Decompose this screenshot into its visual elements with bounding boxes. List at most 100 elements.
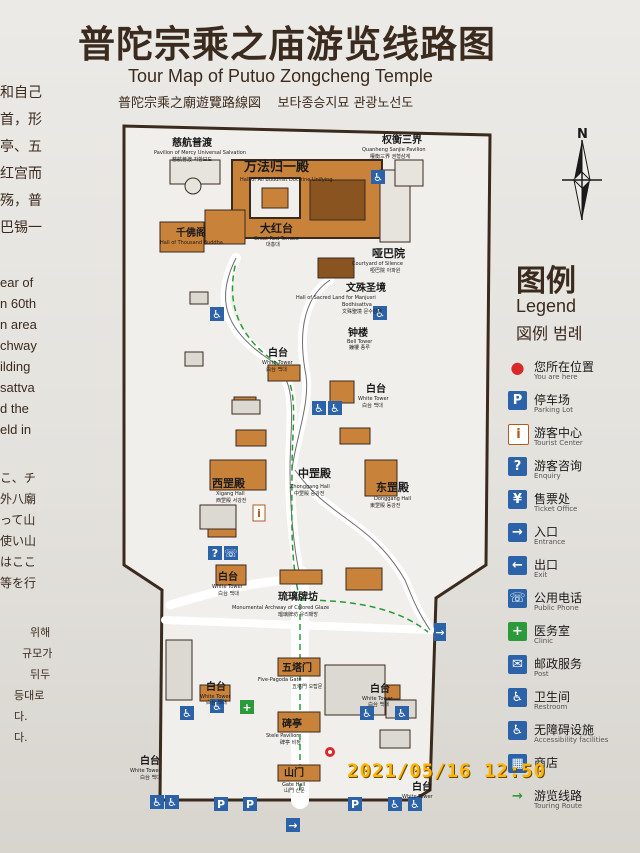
- left-cn-line: 亭、五: [0, 139, 42, 155]
- label-zhonglou-sub: 鐘樓 종루: [349, 344, 370, 351]
- question-icon: ?: [508, 457, 527, 476]
- label-liuli-sub: 瑠璃牌坊 유리패방: [278, 611, 318, 618]
- left-en-line: n area: [0, 317, 37, 332]
- place-labels: 慈航普渡 Pavilion of Mercy Universal Salvati…: [130, 133, 434, 800]
- accessible-icon: ♿: [508, 721, 527, 740]
- label-baitai-5: 白台: [370, 682, 390, 695]
- legend-label: 停车场: [534, 393, 571, 407]
- svg-text:♿: ♿: [362, 707, 372, 720]
- label-yaba-sub: 啞巴院 아파원: [370, 267, 401, 274]
- label-quanheng: 权衡三界: [381, 133, 422, 146]
- legend-label: 游览线路: [534, 789, 583, 803]
- legend-label: 入口: [534, 525, 559, 539]
- parking-icon: P: [508, 391, 527, 410]
- map-title-korean: 보타종승지묘 관광노선도: [277, 96, 414, 111]
- building-blocks: [199, 364, 401, 782]
- label-wenshu-en: Hall of Sacred Land for Manjusri: [296, 295, 376, 301]
- label-donggang: 东罡殿: [376, 480, 410, 494]
- svg-text:♿: ♿: [152, 796, 162, 809]
- label-baitai-3-sub: 白台 백대: [218, 590, 239, 597]
- legend-label: 邮政服务: [534, 657, 583, 671]
- svg-text:♿: ♿: [375, 307, 385, 320]
- label-dahongtai-kr: 대홍대: [266, 241, 280, 248]
- label-baitai-6-sub: 白台 백대: [140, 774, 161, 781]
- label-wenshu-en2: Bodhisattva: [342, 302, 372, 308]
- legend-sublabel: Restroom: [534, 703, 568, 711]
- label-cihang-en: Pavilion of Mercy Universal Salvation: [154, 150, 246, 156]
- road-outline: [224, 257, 431, 631]
- label-xigang-en: Xigang Hall: [216, 491, 245, 497]
- compass-north-label: N: [577, 127, 588, 142]
- legend-title: 图例: [516, 264, 576, 299]
- left-cn-line: 巴锡一: [0, 220, 42, 236]
- svg-text:☏: ☏: [224, 547, 238, 560]
- label-cihang-sub: 慈航普渡 자항보도: [172, 156, 212, 163]
- label-quanheng-en: Quanheng Sanjie Pavilion: [362, 147, 426, 153]
- entrance-icon: →: [508, 523, 527, 542]
- label-qianfo-en: Hall of Thousand Buddha: [160, 240, 223, 246]
- legend-sublabel: Tourist Center: [534, 439, 583, 447]
- label-baitai-7: 白台: [412, 780, 432, 793]
- label-baitai-1-en: White Tower: [262, 360, 294, 366]
- label-baitai-7-en: White Tower: [402, 794, 434, 800]
- label-zhonggang-en: Zhonggang Hall: [290, 484, 330, 490]
- photo-timestamp: 2021/05/16 12:50: [347, 760, 547, 782]
- legend-sublabel: Clinic: [534, 637, 554, 645]
- label-beiting: 碑亭: [282, 717, 302, 730]
- left-kr-line: 다.: [14, 710, 28, 723]
- svg-text:?: ?: [212, 547, 218, 560]
- legend-label: 游客中心: [534, 426, 583, 440]
- legend-english: Legend: [516, 296, 577, 316]
- legend-label: 公用电话: [534, 591, 583, 605]
- north-compass: N: [562, 127, 602, 221]
- legend-sublabel: Touring Route: [534, 802, 583, 810]
- label-baitai-4-en: White Tower: [200, 694, 232, 700]
- label-liuli: 琉璃牌坊: [278, 590, 318, 603]
- left-info-text: 和自己 首，形 亭、五 红宫而 殇，普 巴锡一 ear of n 60th n …: [0, 80, 64, 748]
- location-icon: ●: [510, 358, 525, 377]
- label-quanheng-sub: 權衡三界 권형삼계: [370, 153, 410, 160]
- label-wuta: 五塔门: [282, 661, 312, 674]
- phone-icon: ☏: [508, 589, 527, 608]
- label-donggang-sub: 東罡殿 동강전: [370, 502, 401, 509]
- legend-label: 售票处: [534, 492, 571, 506]
- left-jp-line: こ、チ: [0, 471, 36, 485]
- map-title-chinese: 普陀宗乘之庙游览线路图: [78, 22, 496, 66]
- label-zhonglou: 钟楼: [348, 326, 368, 339]
- legend-sublabel: Entrance: [534, 538, 566, 546]
- label-wuta-en: Five-Pagoda Gate: [258, 677, 302, 683]
- legend-subtitle: 図例 범례: [516, 324, 583, 343]
- left-kr-line: 등대로: [14, 689, 45, 702]
- label-zhonggang-sub: 中罡殿 중강전: [294, 490, 325, 497]
- label-baitai-2: 白台: [366, 382, 386, 395]
- label-wenshu: 文殊圣境: [346, 281, 386, 294]
- svg-text:♿: ♿: [167, 796, 177, 809]
- svg-text:♿: ♿: [314, 402, 324, 415]
- svg-text:♿: ♿: [397, 707, 407, 720]
- exit-icon: ←: [508, 556, 527, 575]
- map-title-english: Tour Map of Putuo Zongcheng Temple: [128, 66, 433, 86]
- svg-text:♿: ♿: [182, 707, 192, 720]
- label-dahongtai-en: Great Red Terrace: [254, 236, 299, 242]
- label-wanfa-en: Hall of All Buddhist Doctrine Unifying: [240, 177, 333, 183]
- legend-label: 无障碍设施: [534, 723, 595, 737]
- svg-text:♿: ♿: [330, 402, 340, 415]
- svg-text:P: P: [351, 798, 359, 811]
- label-donggang-en: Donggang Hall: [374, 496, 411, 502]
- left-jp-line: はここ: [0, 555, 37, 569]
- label-baitai-3: 白台: [218, 570, 238, 583]
- label-qianfo: 千佛阁: [176, 226, 206, 239]
- legend-label: 出口: [534, 558, 559, 572]
- left-en-line: ilding: [0, 359, 31, 374]
- you-are-here-marker: [325, 747, 335, 757]
